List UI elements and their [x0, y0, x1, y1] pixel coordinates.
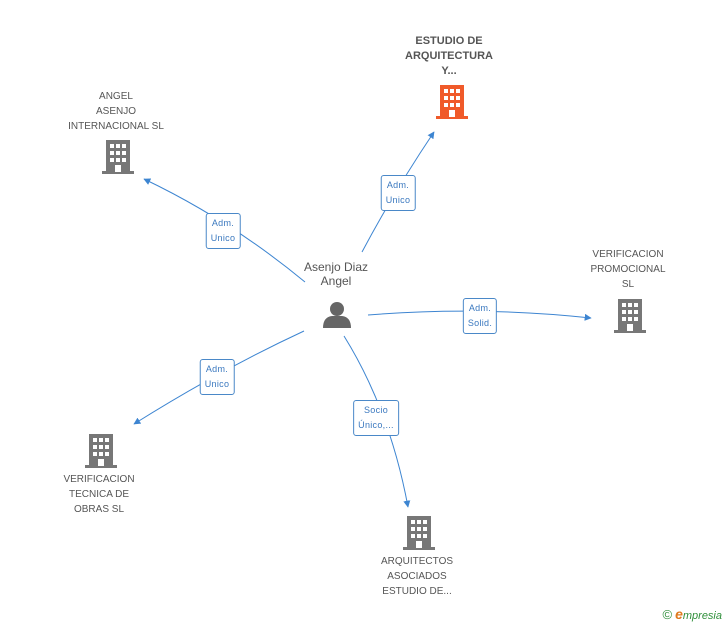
person-icon[interactable]: [322, 300, 352, 328]
building-icon[interactable]: [85, 432, 117, 468]
brand-footer[interactable]: © empresia: [662, 606, 722, 622]
copyright-icon: ©: [662, 606, 673, 622]
company-angel-label[interactable]: ANGEL ASENJO INTERNACIONAL SL: [68, 89, 164, 134]
building-icon[interactable]: [436, 83, 468, 119]
company-verif-tec-name: VERIFICACION TECNICA DE OBRAS SL: [63, 474, 135, 515]
building-icon[interactable]: [614, 297, 646, 333]
brand-logo: empresia: [675, 606, 722, 622]
company-verif-prom-label[interactable]: VERIFICACION PROMOCIONAL SL: [590, 247, 665, 292]
company-angel-name: ANGEL ASENJO INTERNACIONAL SL: [68, 91, 164, 132]
edge-label-verif-prom[interactable]: Adm. Solid.: [462, 298, 498, 334]
edge-label-text: Adm. Unico: [204, 364, 230, 389]
company-estudio-label[interactable]: ESTUDIO DE ARQUITECTURA Y...: [405, 34, 493, 79]
company-verif-prom-name: VERIFICACION PROMOCIONAL SL: [590, 249, 666, 290]
edge-label-text: Adm. Unico: [210, 218, 236, 243]
edge-label-angel[interactable]: Adm. Unico: [205, 213, 241, 249]
edge-label-verif-tec[interactable]: Adm. Unico: [199, 359, 235, 395]
building-icon[interactable]: [102, 138, 134, 174]
brand-text: mpresia: [682, 610, 722, 622]
company-arquitectos-name: ARQUITECTOS ASOCIADOS ESTUDIO DE...: [380, 556, 454, 597]
brand-initial: e: [675, 606, 683, 622]
edge-label-text: Adm. Solid.: [467, 303, 493, 328]
company-arquitectos-label[interactable]: ARQUITECTOS ASOCIADOS ESTUDIO DE...: [381, 554, 453, 599]
edge-label-text: Socio Único,...: [358, 405, 394, 430]
edge-label-text: Adm. Unico: [385, 180, 411, 205]
edge-label-arquitectos[interactable]: Socio Único,...: [353, 400, 399, 436]
person-name[interactable]: Asenjo Diaz Angel: [304, 260, 368, 288]
company-verif-tec-label[interactable]: VERIFICACION TECNICA DE OBRAS SL: [63, 472, 134, 517]
edge-label-estudio[interactable]: Adm. Unico: [380, 175, 416, 211]
building-icon[interactable]: [403, 514, 435, 550]
company-estudio-name: ESTUDIO DE ARQUITECTURA Y...: [405, 35, 493, 77]
person-name-text: Asenjo Diaz Angel: [303, 260, 369, 288]
